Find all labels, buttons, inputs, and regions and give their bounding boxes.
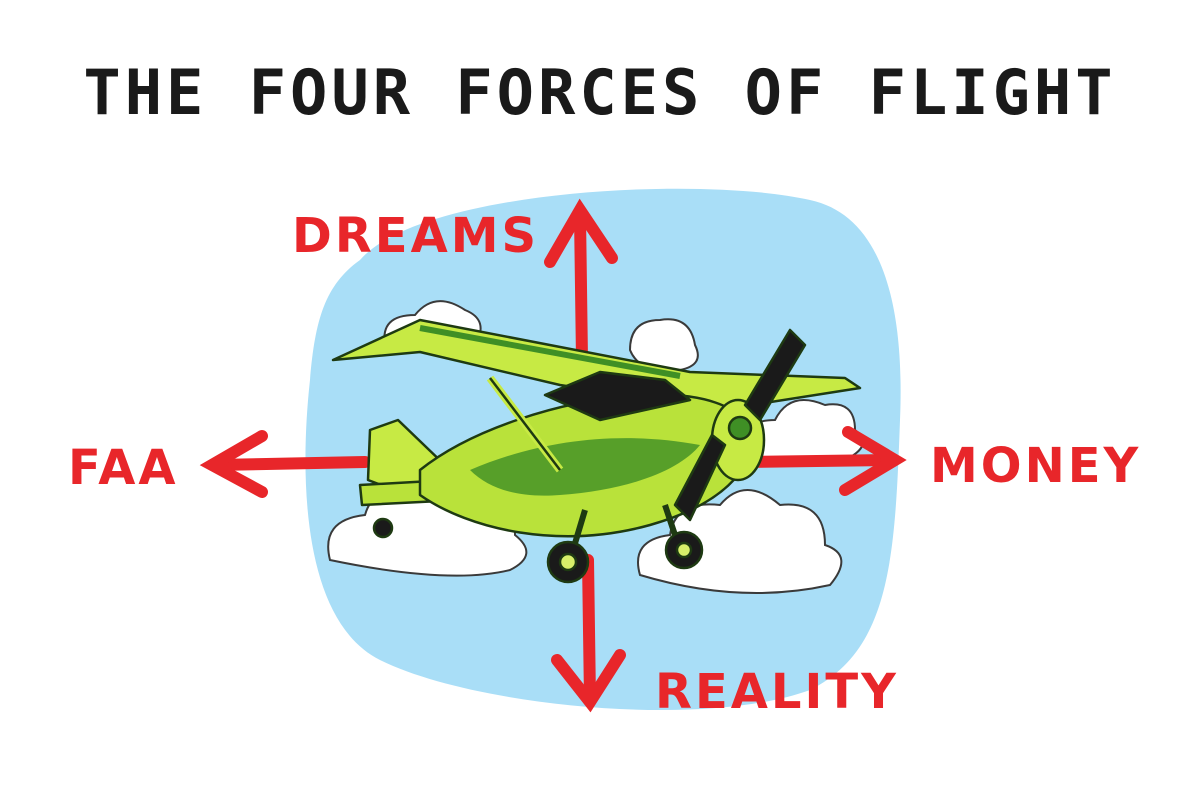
force-label-up: DREAMS <box>292 208 540 264</box>
arrow-down-icon <box>551 554 626 713</box>
force-label-down: REALITY <box>655 664 899 720</box>
arrow-left-icon <box>199 430 371 498</box>
arrow-right-icon <box>734 426 907 496</box>
airplane-icon <box>331 318 862 584</box>
diagram-title: THE FOUR FORCES OF FLIGHT <box>83 56 1117 129</box>
arrow-up-icon <box>544 198 618 366</box>
force-label-right: MONEY <box>930 438 1142 494</box>
force-label-left: FAA <box>68 440 179 496</box>
